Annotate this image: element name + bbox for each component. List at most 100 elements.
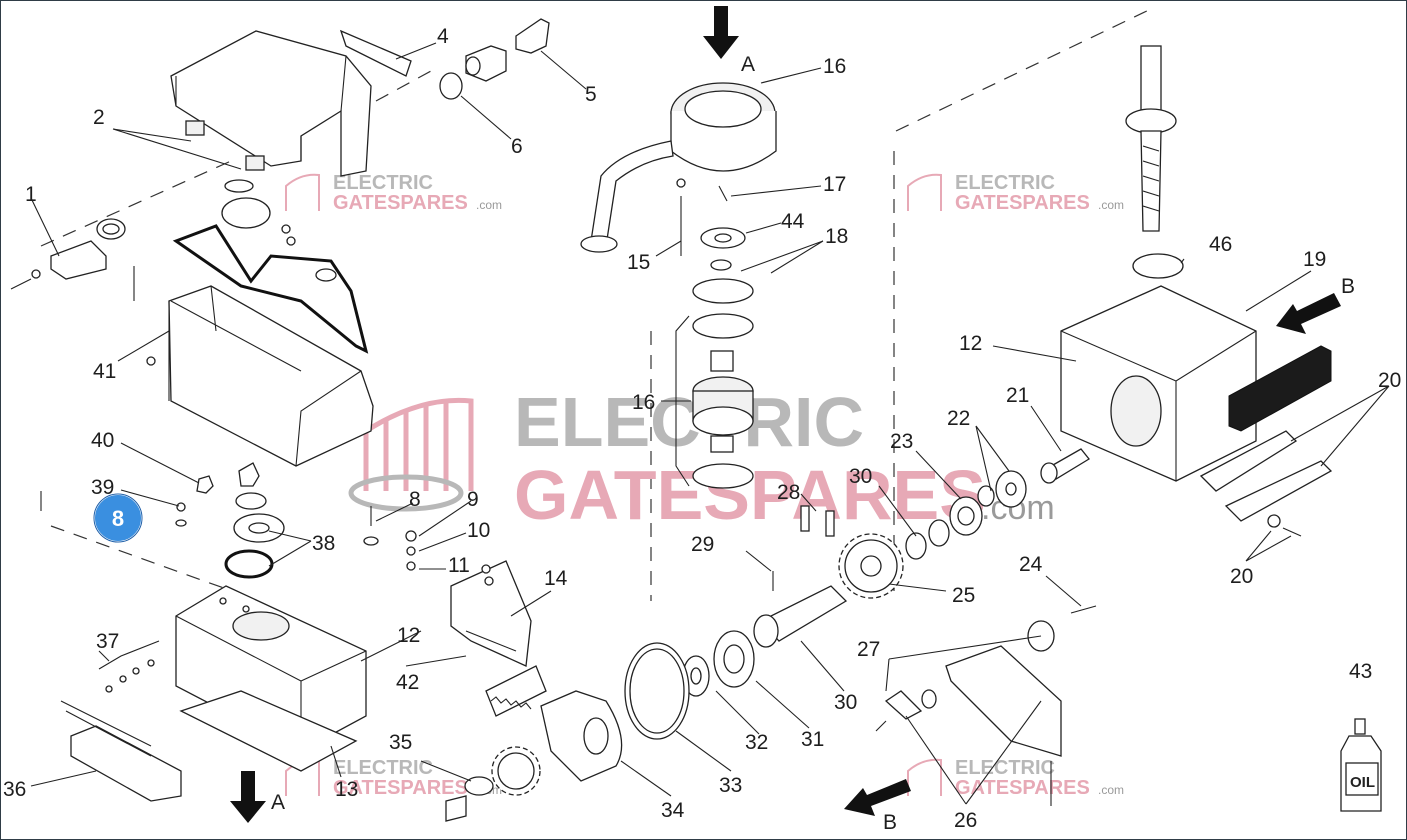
arrow-a-top-label: A <box>741 53 755 76</box>
part-label-43: 43 <box>1349 660 1372 683</box>
part-label-1: 1 <box>25 183 37 206</box>
limit-switch-part-14 <box>450 560 532 667</box>
watermark-small-top-right: ELECTRIC GATESPARES .com <box>907 172 1124 214</box>
arrow-b-bottom: B <box>844 779 911 834</box>
drive-gear-part <box>445 746 541 822</box>
part-label-21: 21 <box>1006 384 1029 407</box>
part-label-35: 35 <box>389 731 412 754</box>
arrow-b-bottom-label: B <box>883 811 897 834</box>
selected-part-marker-label: 8 <box>112 506 124 531</box>
rack-part-42 <box>485 665 547 717</box>
watermark-large-line1: ELECTRIC <box>514 383 864 461</box>
arrow-a-bottom-label: A <box>271 791 285 814</box>
watermark-small-top-left: ELECTRIC GATESPARES .com <box>285 172 502 214</box>
part-label-5: 5 <box>585 83 597 106</box>
screw-set-part-37 <box>98 640 160 693</box>
part-label-30-top: 30 <box>849 465 872 488</box>
part-label-34: 34 <box>661 799 685 822</box>
part-labels: 1 2 4 5 6 8 9 10 11 12 12 13 14 15 16 16… <box>3 25 1401 832</box>
cover-part-36 <box>60 700 182 802</box>
part-label-38: 38 <box>312 532 335 555</box>
part-label-12-right: 12 <box>959 332 982 355</box>
oil-bottle-label: OIL <box>1350 774 1375 791</box>
arrow-b-right: B <box>1276 275 1355 334</box>
motor-stack-parts <box>675 178 754 489</box>
lower-housing-part <box>168 285 374 467</box>
part-label-4: 4 <box>437 25 449 48</box>
motor-stator-part <box>580 82 777 253</box>
part-label-28: 28 <box>777 481 800 504</box>
part-label-39: 39 <box>91 476 114 499</box>
part-label-24: 24 <box>1019 553 1043 576</box>
pin-part-21 <box>1040 448 1090 484</box>
worm-shaft-part <box>1125 45 1184 279</box>
bearing-part-31 <box>713 630 755 688</box>
gearbox-housing-part <box>1060 285 1257 482</box>
watermark-small-line2: GATESPARES <box>955 777 1090 799</box>
part-label-12-left: 12 <box>397 624 420 647</box>
leader-lines <box>30 42 1390 805</box>
washer-part-32 <box>682 655 710 697</box>
arrow-a-bottom: A <box>230 771 285 823</box>
part-label-16-top: 16 <box>823 55 846 78</box>
part-label-17: 17 <box>823 173 846 196</box>
watermark-large-line2: GATESPARES <box>514 456 986 534</box>
part-label-11: 11 <box>448 554 470 577</box>
part-label-14: 14 <box>544 567 568 590</box>
part-label-41: 41 <box>93 360 116 383</box>
seal-ring-part <box>96 218 126 240</box>
assembly-guide-lines <box>40 8 1152 601</box>
watermark-small-line1: ELECTRIC <box>955 172 1055 194</box>
part-label-44: 44 <box>781 210 805 233</box>
watermark-small-bottom-right: ELECTRIC GATESPARES .com <box>907 757 1124 799</box>
part-label-26: 26 <box>954 809 977 832</box>
part-label-30-bottom: 30 <box>834 691 857 714</box>
watermark-small-line2: GATESPARES <box>333 192 468 214</box>
part-label-6: 6 <box>511 135 523 158</box>
seal-bar-part <box>1228 345 1332 432</box>
part-label-36: 36 <box>3 778 26 801</box>
screws-part-8-11 <box>363 506 494 586</box>
part-label-29: 29 <box>691 533 714 556</box>
part-label-13: 13 <box>335 778 358 801</box>
watermark-small-line1: ELECTRIC <box>333 172 433 194</box>
part-label-8: 8 <box>409 488 421 511</box>
arrow-a-top: A <box>703 6 755 76</box>
part-label-42: 42 <box>396 671 419 694</box>
part-label-20-right: 20 <box>1378 369 1401 392</box>
arrow-b-right-label: B <box>1341 275 1355 298</box>
part-label-27: 27 <box>857 638 880 661</box>
key-part-5 <box>515 18 550 54</box>
part-label-37: 37 <box>96 630 119 653</box>
spacers-part-30 <box>905 519 950 560</box>
part-label-25: 25 <box>952 584 975 607</box>
watermark-small-line1: ELECTRIC <box>333 757 433 779</box>
brackets-part-20 <box>1199 430 1333 537</box>
watermark-small-suffix: .com <box>476 198 502 212</box>
watermark-small-suffix: .com <box>1098 198 1124 212</box>
part-label-22: 22 <box>947 407 970 430</box>
small-discs-top <box>221 179 337 282</box>
washers-part-22 <box>977 470 1027 508</box>
gear-part-25 <box>838 533 904 599</box>
bearing-part-23 <box>949 496 983 536</box>
selected-part-marker[interactable]: 8 <box>93 493 143 543</box>
part-label-33: 33 <box>719 774 742 797</box>
bracket-part-1 <box>50 240 107 280</box>
screws-left <box>10 266 156 366</box>
top-cover-part <box>170 30 372 177</box>
base-plate-part-13 <box>179 690 358 772</box>
watermark-small-line2: GATESPARES <box>955 192 1090 214</box>
part-label-15: 15 <box>627 251 650 274</box>
oil-bottle-part: OIL <box>1340 718 1382 812</box>
part-label-46: 46 <box>1209 233 1232 256</box>
watermark-small-line1: ELECTRIC <box>955 757 1055 779</box>
part-label-10: 10 <box>467 519 490 542</box>
part-label-23: 23 <box>890 430 913 453</box>
cover-plate-part-34 <box>540 690 623 782</box>
ring-part-33 <box>624 642 690 740</box>
part-label-32: 32 <box>745 731 768 754</box>
part-label-2: 2 <box>93 106 105 129</box>
